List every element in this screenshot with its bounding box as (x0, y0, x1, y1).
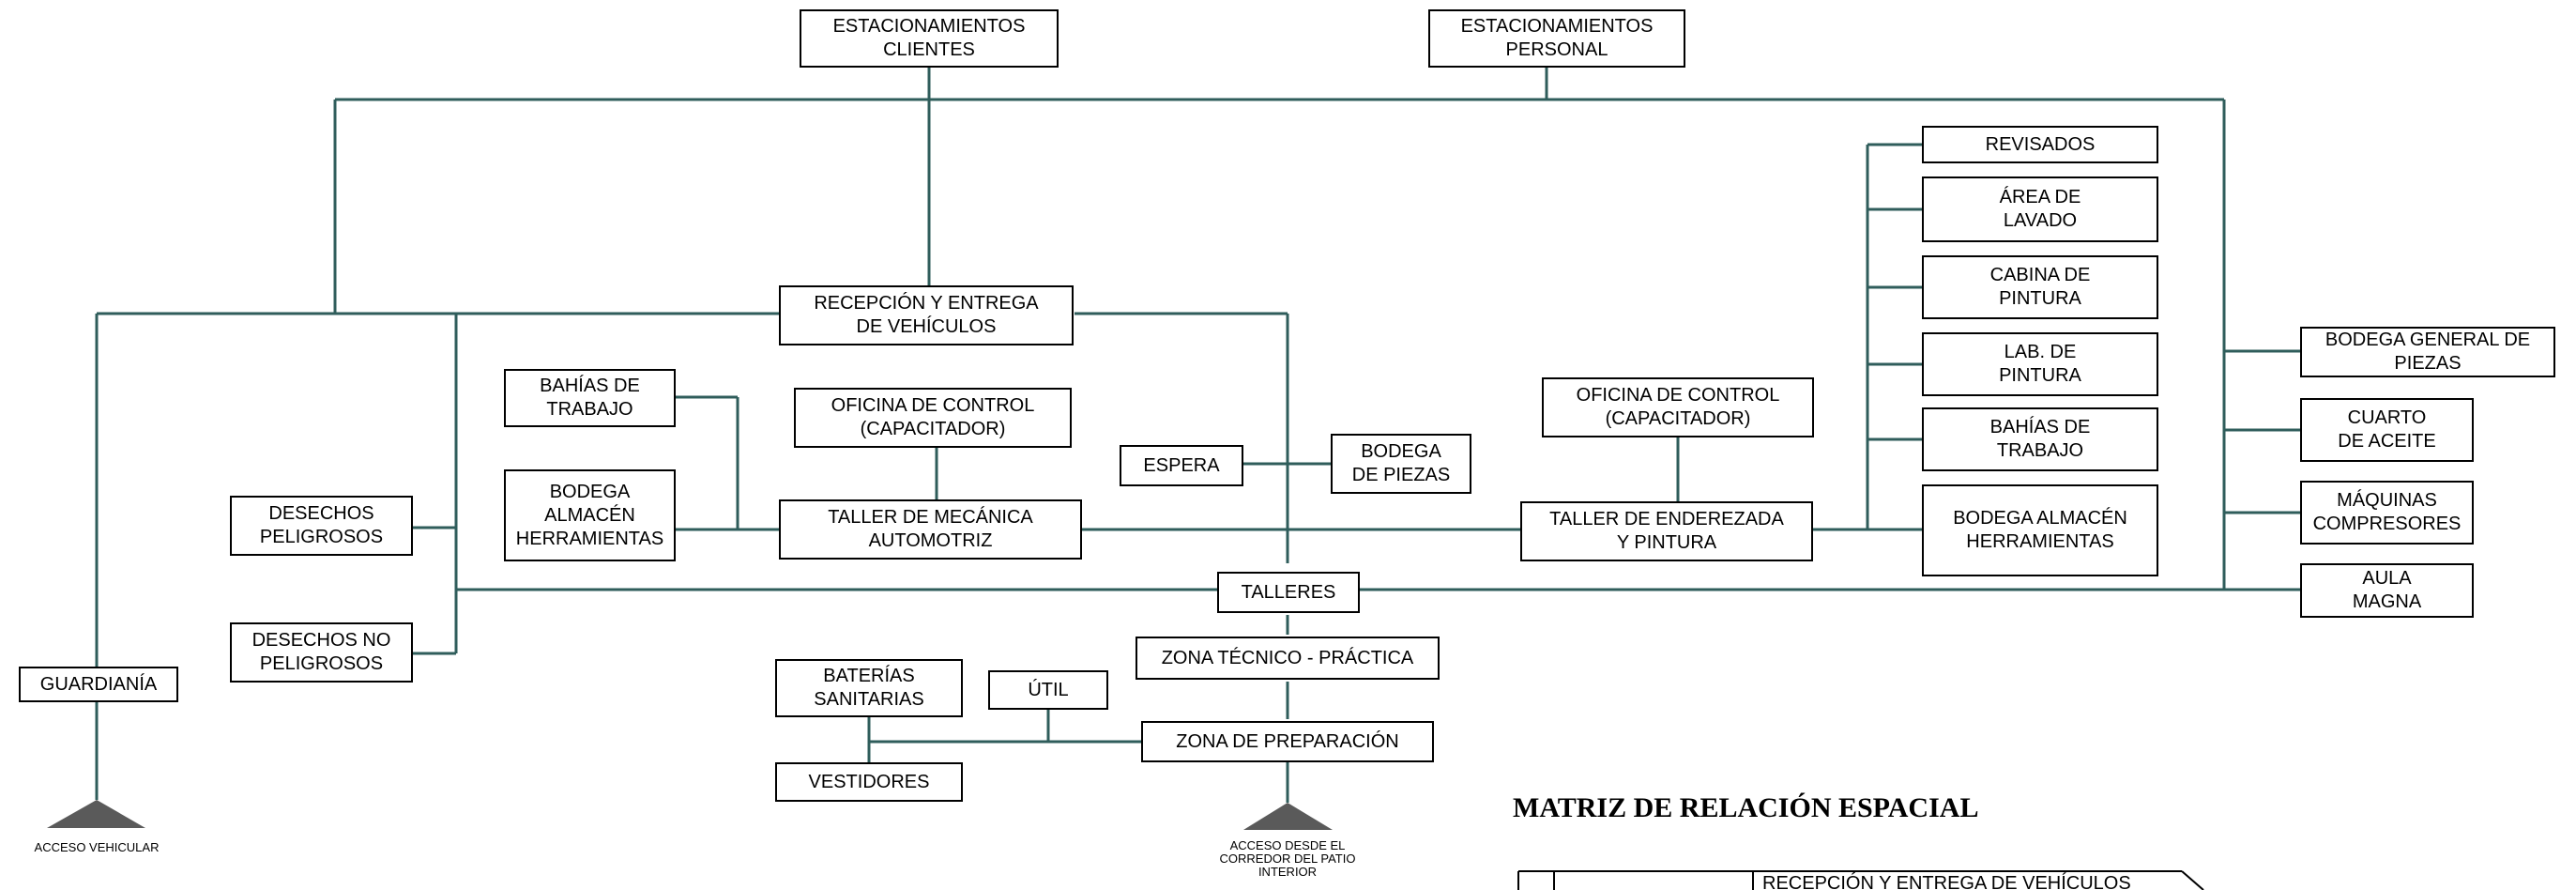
node-aula-magna: AULA MAGNA (2300, 563, 2474, 618)
node-desechos-peligrosos: DESECHOS PELIGROSOS (230, 496, 413, 556)
node-maquinas-compresores: MÁQUINAS COMPRESORES (2300, 481, 2474, 545)
node-revisados: REVISADOS (1922, 126, 2158, 163)
node-estacionamientos-personal: ESTACIONAMIENTOS PERSONAL (1428, 9, 1685, 68)
node-guardiania: GUARDIANÍA (19, 667, 178, 702)
node-bodega-almacen-mecanica: BODEGA ALMACÉN HERRAMIENTAS (504, 469, 676, 561)
matrix-table-frame (1517, 870, 2204, 890)
node-bodega-almacen-enderezada: BODEGA ALMACÉN HERRAMIENTAS (1922, 484, 2158, 576)
node-bahias-trabajo-mecanica: BAHÍAS DE TRABAJO (504, 369, 676, 427)
node-lab-pintura: LAB. DE PINTURA (1922, 332, 2158, 396)
node-area-lavado: ÁREA DE LAVADO (1922, 176, 2158, 242)
node-espera: ESPERA (1120, 445, 1243, 486)
node-bahias-trabajo-enderezada: BAHÍAS DE TRABAJO (1922, 407, 2158, 471)
node-taller-mecanica: TALLER DE MECÁNICA AUTOMOTRIZ (779, 499, 1082, 560)
label-acceso-vehicular: ACCESO VEHICULAR (34, 840, 160, 854)
node-talleres: TALLERES (1217, 572, 1360, 613)
node-bodega-general-piezas: BODEGA GENERAL DE PIEZAS (2300, 327, 2555, 377)
label-acceso-corredor: ACCESO DESDE EL CORREDOR DEL PATIO INTER… (1219, 838, 1356, 879)
node-util: ÚTIL (988, 670, 1108, 710)
node-zona-preparacion: ZONA DE PREPARACIÓN (1141, 721, 1434, 762)
node-oficina-control-enderezada: OFICINA DE CONTROL (CAPACITADOR) (1542, 377, 1814, 437)
node-desechos-no-peligrosos: DESECHOS NO PELIGROSOS (230, 622, 413, 683)
node-bodega-piezas: BODEGA DE PIEZAS (1331, 434, 1471, 494)
access-marker-corridor (1243, 803, 1333, 830)
node-estacionamientos-clientes: ESTACIONAMIENTOS CLIENTES (800, 9, 1059, 68)
node-recepcion-entrega: RECEPCIÓN Y ENTREGA DE VEHÍCULOS (779, 285, 1074, 345)
node-taller-enderezada-pintura: TALLER DE ENDEREZADA Y PINTURA (1520, 501, 1813, 561)
node-oficina-control-mecanica: OFICINA DE CONTROL (CAPACITADOR) (794, 388, 1072, 448)
node-vestidores: VESTIDORES (775, 762, 963, 802)
node-cuarto-aceite: CUARTO DE ACEITE (2300, 398, 2474, 462)
node-baterias-sanitarias: BATERÍAS SANITARIAS (775, 659, 963, 717)
matrix-first-row: RECEPCIÓN Y ENTREGA DE VEHÍCULOS (1762, 873, 2131, 890)
node-cabina-pintura: CABINA DE PINTURA (1922, 255, 2158, 319)
node-zona-tecnico-practica: ZONA TÉCNICO - PRÁCTICA (1136, 637, 1440, 680)
access-marker-vehicular (47, 800, 145, 828)
matrix-title: MATRIZ DE RELACIÓN ESPACIAL (1513, 792, 1979, 823)
